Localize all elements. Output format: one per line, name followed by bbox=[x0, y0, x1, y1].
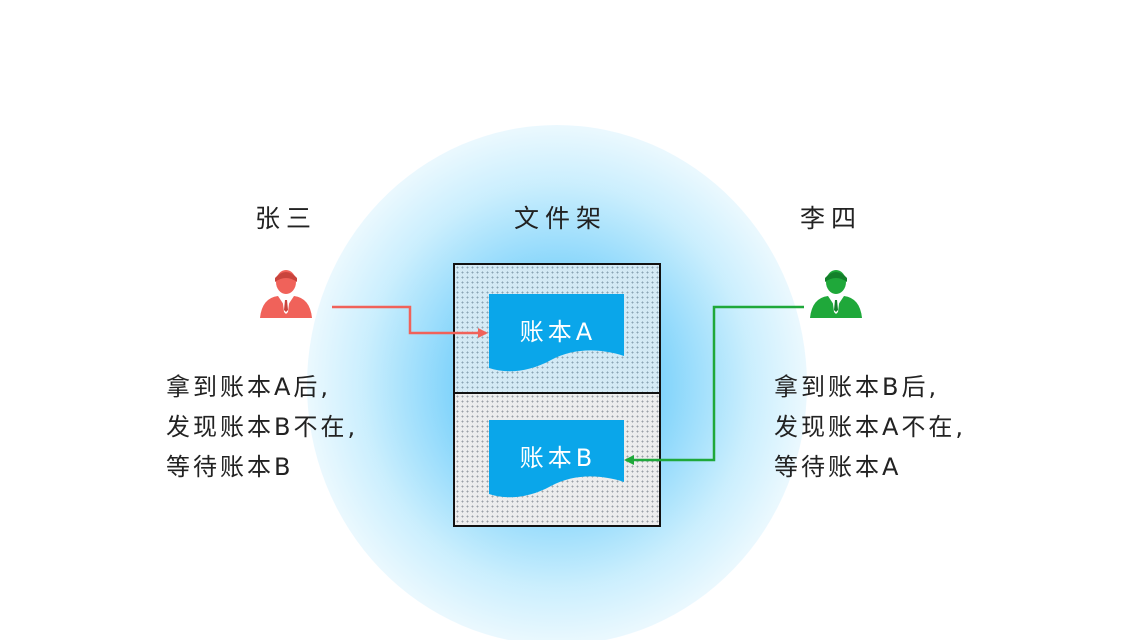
arrow-lisi-to-ledger-b bbox=[624, 305, 804, 465]
ledger-a: 账本A bbox=[489, 294, 627, 376]
note-line: 拿到账本A后, bbox=[166, 373, 332, 401]
note-lisi: 拿到账本B后, 发现账本A不在, 等待账本A bbox=[774, 367, 966, 487]
ledger-b-shape bbox=[489, 420, 624, 498]
ledger-a-shape bbox=[489, 294, 624, 372]
note-line: 等待账本A bbox=[774, 453, 902, 481]
heading-file-shelf: 文件架 bbox=[514, 204, 608, 233]
note-line: 等待账本B bbox=[166, 453, 294, 481]
person-icon bbox=[258, 268, 314, 320]
heading-zhangsan: 张三 bbox=[255, 204, 318, 233]
person-icon bbox=[808, 268, 864, 320]
ledger-a-label: 账本A bbox=[519, 318, 597, 346]
note-zhangsan: 拿到账本A后, 发现账本B不在, 等待账本B bbox=[166, 367, 358, 487]
ledger-b: 账本B bbox=[489, 420, 627, 502]
arrow-zhangsan-to-ledger-a bbox=[332, 305, 488, 338]
note-line: 发现账本B不在, bbox=[166, 413, 359, 441]
note-line: 拿到账本B后, bbox=[774, 373, 940, 401]
ledger-b-label: 账本B bbox=[519, 444, 597, 472]
note-line: 发现账本A不在, bbox=[774, 413, 967, 441]
heading-lisi: 李四 bbox=[800, 204, 863, 233]
